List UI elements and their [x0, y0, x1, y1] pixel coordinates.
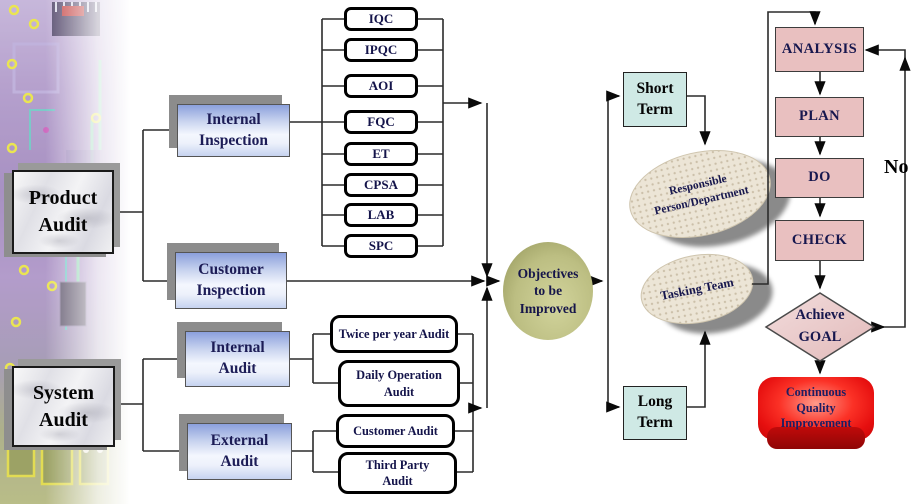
node-check: CHECK	[775, 220, 864, 261]
node-qc-lab: LAB	[344, 203, 418, 227]
node-label: DO	[808, 169, 831, 186]
node-label: Audit	[38, 214, 88, 236]
node-label: PLAN	[798, 108, 841, 125]
node-label: Audit	[383, 384, 415, 399]
node-label: Third Party	[365, 457, 430, 472]
node-qc-et: ET	[344, 142, 418, 166]
node-do: DO	[775, 158, 864, 198]
node-label: CPSA	[364, 177, 398, 193]
node-long-term: Long Term	[623, 386, 687, 440]
no-branch-label: No	[884, 156, 909, 178]
node-label: IPQC	[364, 42, 398, 58]
node-plan: PLAN	[775, 97, 864, 137]
node-label: External	[210, 431, 269, 449]
node-label: Internal	[210, 339, 265, 357]
node-label: Achieve	[795, 307, 845, 323]
node-achieve-goal-label: Achieve GOAL	[772, 304, 868, 350]
node-label: FQC	[367, 114, 395, 130]
node-label: Customer	[198, 260, 264, 278]
node-responsible-person-department: Responsible Person/Department	[620, 136, 780, 252]
node-label: AOI	[368, 78, 394, 94]
node-label: Tasking Team	[659, 274, 735, 303]
node-label: Twice per year Audit	[338, 326, 450, 341]
node-label: Audit	[39, 408, 88, 431]
node-label: Audit	[220, 452, 259, 470]
node-label: Short	[636, 79, 674, 97]
node-label: Term	[637, 414, 673, 431]
node-continuous-quality-improvement: Continuous Quality Improvement	[758, 377, 874, 449]
node-customer-inspection: Customer Inspection	[175, 252, 287, 309]
node-qc-cpsa: CPSA	[344, 173, 418, 197]
node-label: Long	[637, 393, 673, 411]
node-label: Objectives	[517, 265, 579, 281]
node-label: Customer Audit	[353, 423, 438, 438]
node-label: Audit	[382, 474, 413, 488]
node-objectives-to-be-improved: Objectives to be Improved	[503, 242, 593, 340]
node-qc-ipqc: IPQC	[344, 38, 418, 62]
node-twice-per-year-audit: Twice per year Audit	[330, 315, 458, 353]
node-label: Product	[28, 187, 98, 209]
node-system-audit: System Audit	[12, 366, 115, 447]
node-label: Daily Operation	[356, 368, 442, 383]
node-qc-spc: SPC	[344, 234, 418, 258]
node-label: Term	[637, 100, 673, 118]
node-analysis: ANALYSIS	[775, 27, 864, 72]
node-tasking-team: Tasking Team	[634, 244, 760, 334]
node-qc-fqc: FQC	[344, 110, 418, 134]
node-third-party-audit: Third Party Audit	[338, 452, 457, 494]
node-label: SPC	[368, 238, 394, 254]
node-label: Internal	[206, 110, 261, 128]
node-internal-audit: Internal Audit	[185, 331, 290, 387]
node-qc-aoi: AOI	[344, 74, 418, 98]
node-label: System	[32, 381, 95, 404]
node-label: Improved	[519, 300, 577, 316]
node-daily-operation-audit: Daily Operation Audit	[338, 360, 460, 407]
node-internal-inspection: Internal Inspection	[177, 104, 290, 157]
node-external-audit: External Audit	[187, 423, 292, 480]
node-customer-audit: Customer Audit	[336, 414, 455, 448]
node-label: to be	[533, 283, 563, 299]
node-short-term: Short Term	[623, 72, 687, 127]
node-label: ANALYSIS	[781, 40, 858, 57]
node-label: IQC	[368, 11, 394, 27]
node-label: Quality	[796, 400, 836, 415]
node-label: CHECK	[791, 231, 848, 248]
node-label: Inspection	[196, 281, 266, 299]
node-label: Inspection	[199, 131, 268, 149]
node-label: ET	[372, 146, 390, 162]
node-label: LAB	[367, 207, 395, 223]
node-label: Audit	[218, 360, 257, 377]
node-label: GOAL	[798, 329, 842, 346]
node-qc-iqc: IQC	[344, 7, 418, 31]
node-product-audit: Product Audit	[12, 170, 114, 254]
node-label: Continuous	[785, 384, 847, 399]
node-label: Improvement	[780, 416, 852, 431]
